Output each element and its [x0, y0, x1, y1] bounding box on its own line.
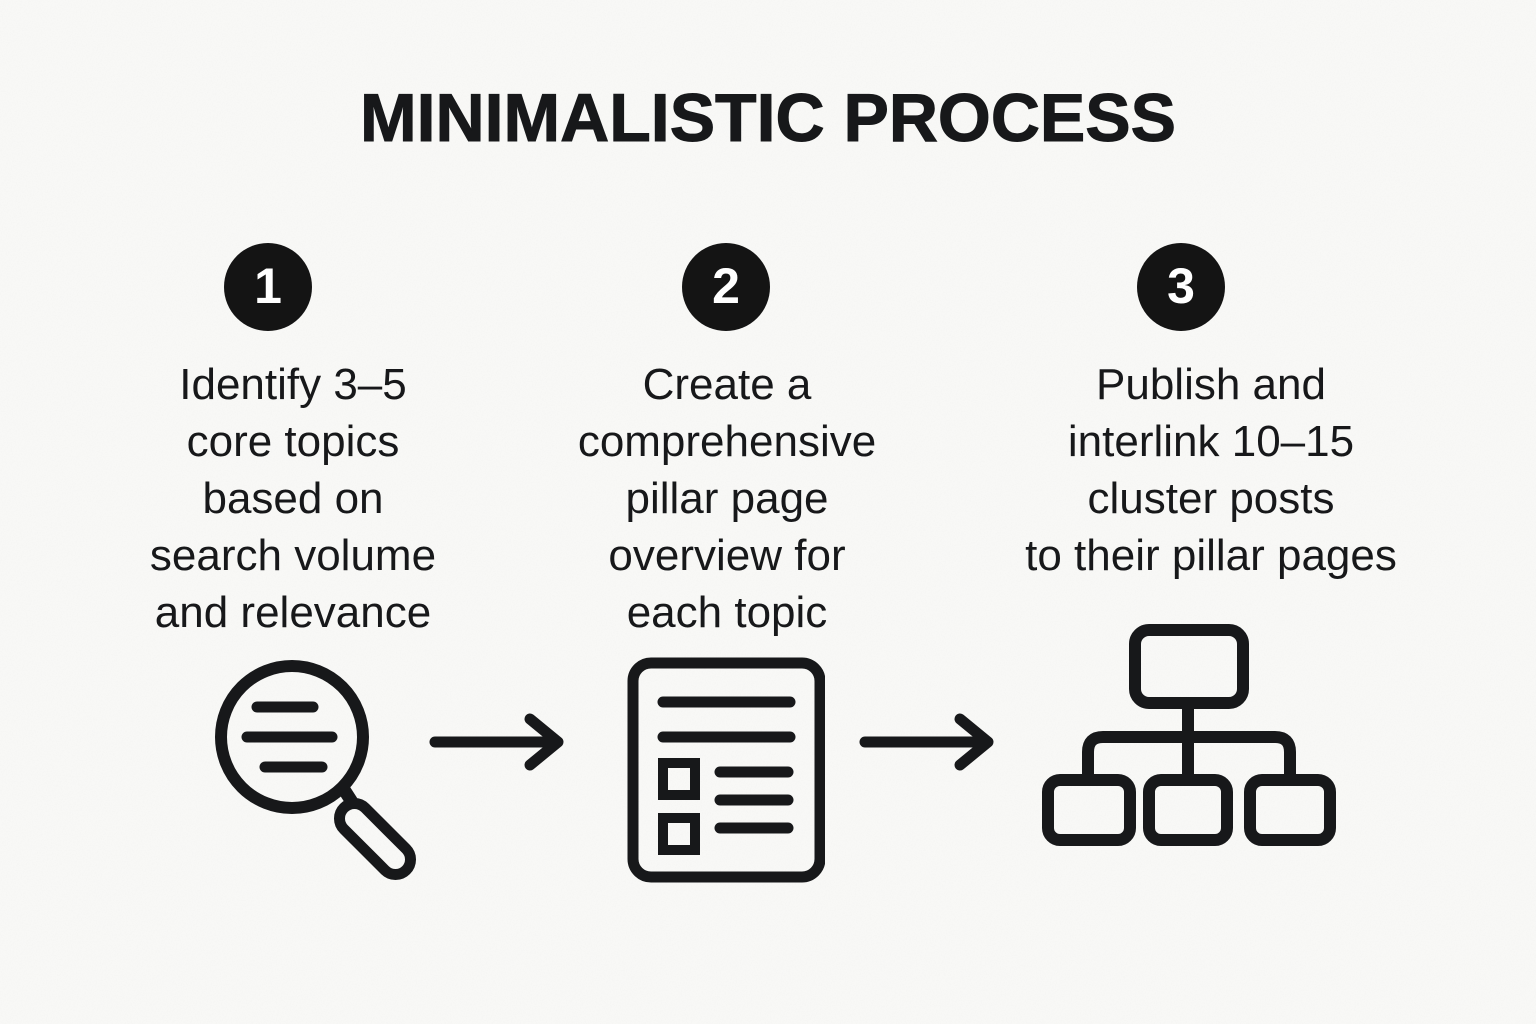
arrow-right-icon	[429, 713, 564, 771]
description-line: and relevance	[154, 588, 432, 637]
description-line: cluster posts	[1087, 474, 1335, 523]
sitemap-icon	[1042, 624, 1336, 846]
page-title: MINIMALISTIC PROCESS	[359, 80, 1177, 156]
step-1-badge: 1	[224, 243, 312, 331]
description-line: interlink 10–15	[1067, 417, 1355, 466]
description-line: based on	[202, 474, 384, 523]
step-3-description: Publish and interlink 10–15 cluster post…	[981, 356, 1441, 584]
description-line: overview for	[608, 531, 846, 580]
description-line: Identify 3–5	[179, 360, 407, 409]
description-line: core topics	[186, 417, 400, 466]
step-3-number: 3	[1167, 258, 1195, 314]
search-icon	[215, 660, 417, 881]
step-1-description: Identify 3–5 core topics based on search…	[73, 356, 513, 641]
description-line: comprehensive	[577, 417, 877, 466]
document-icon	[627, 657, 825, 883]
description-line: Publish and	[1096, 360, 1326, 409]
step-3-badge: 3	[1137, 243, 1225, 331]
step-2-badge: 2	[682, 243, 770, 331]
description-line: to their pillar pages	[1025, 531, 1397, 580]
step-2-number: 2	[712, 258, 740, 314]
description-line: Create a	[642, 360, 812, 409]
description-line: pillar page	[625, 474, 829, 523]
description-line: search volume	[149, 531, 437, 580]
description-line: each topic	[626, 588, 828, 637]
step-2-description: Create a comprehensive pillar page overv…	[507, 356, 947, 641]
step-1-number: 1	[254, 258, 282, 314]
arrow-right-icon	[859, 713, 994, 771]
